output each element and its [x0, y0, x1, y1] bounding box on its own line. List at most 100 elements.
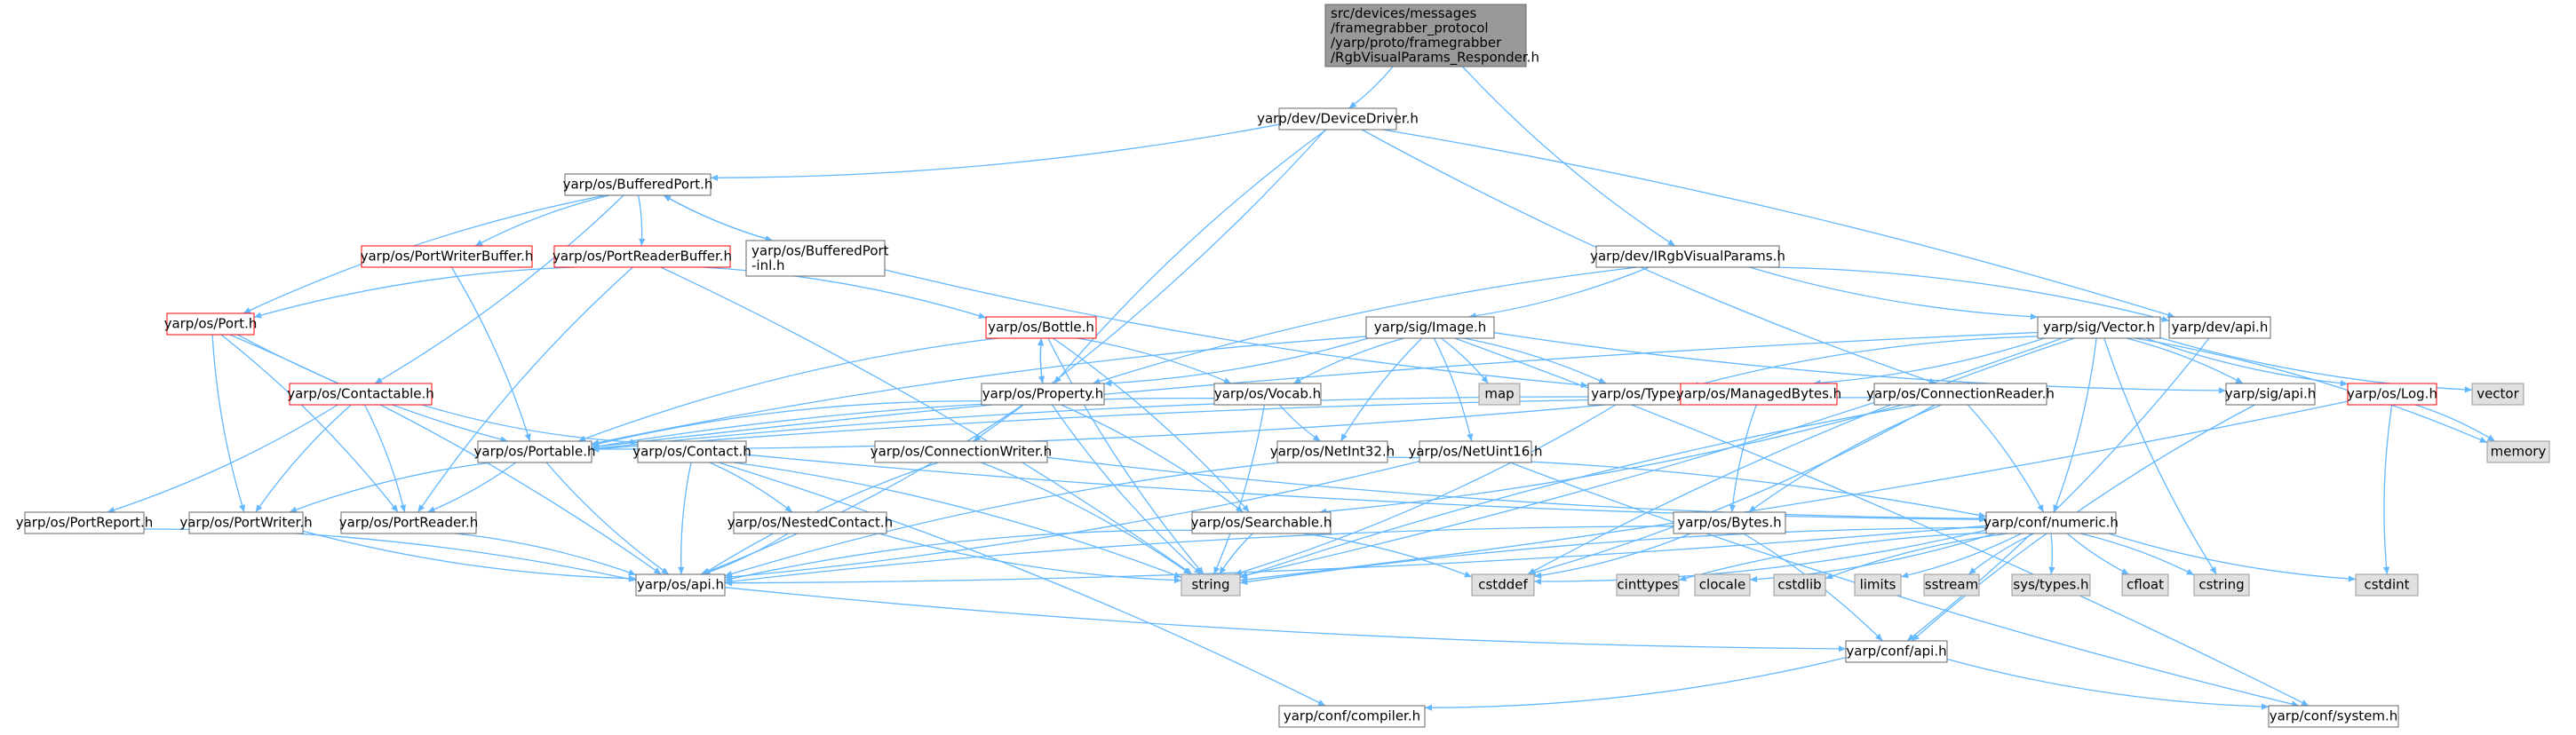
node-box-osbytes[interactable]	[1673, 511, 1786, 534]
node-devicedriver[interactable]: yarp/dev/DeviceDriver.h	[1257, 107, 1419, 130]
node-box-connectionreader[interactable]	[1873, 383, 2047, 406]
node-cstring[interactable]: cstring	[2193, 573, 2250, 597]
node-box-port[interactable]	[166, 312, 255, 336]
node-bufferedport_inl[interactable]: yarp/os/BufferedPort-inl.h	[745, 240, 889, 277]
node-box-devapi[interactable]	[2168, 316, 2271, 339]
node-bottle[interactable]: yarp/os/Bottle.h	[985, 316, 1097, 339]
node-box-confcompiler[interactable]	[1278, 705, 1426, 728]
node-box-bottle[interactable]	[985, 316, 1097, 339]
node-box-cstdlib[interactable]	[1773, 573, 1826, 597]
node-box-irgbvisualparams[interactable]	[1595, 245, 1780, 268]
node-box-portreport[interactable]	[24, 511, 145, 534]
node-box-vocab[interactable]	[1213, 383, 1322, 406]
node-box-cstring[interactable]	[2193, 573, 2250, 597]
node-cstddef[interactable]: cstddef	[1471, 573, 1535, 597]
node-confsystem[interactable]: yarp/conf/system.h	[2268, 705, 2399, 728]
node-contact[interactable]: yarp/os/Contact.h	[632, 440, 751, 463]
node-cinttypes[interactable]: cinttypes	[1616, 573, 1680, 597]
node-box-cfloat[interactable]	[2121, 573, 2169, 597]
node-connectionwriter[interactable]: yarp/os/ConnectionWriter.h	[871, 440, 1052, 463]
node-confcompiler[interactable]: yarp/conf/compiler.h	[1278, 705, 1426, 728]
node-port[interactable]: yarp/os/Port.h	[164, 312, 258, 336]
node-sigapi[interactable]: yarp/sig/api.h	[2225, 383, 2317, 406]
node-box-connectionwriter[interactable]	[874, 440, 1048, 463]
node-box-sigvector[interactable]	[2037, 316, 2161, 339]
node-root[interactable]: src/devices/messages/framegrabber_protoc…	[1324, 4, 1539, 67]
node-devapi[interactable]: yarp/dev/api.h	[2168, 316, 2271, 339]
node-vocab[interactable]: yarp/os/Vocab.h	[1213, 383, 1322, 406]
node-cstdint[interactable]: cstdint	[2355, 573, 2419, 597]
node-box-vector[interactable]	[2471, 383, 2524, 406]
node-box-confnumeric[interactable]	[1985, 511, 2117, 534]
node-box-confsystem[interactable]	[2268, 705, 2399, 728]
node-string[interactable]: string	[1181, 573, 1241, 597]
node-confnumeric[interactable]: yarp/conf/numeric.h	[1984, 511, 2119, 534]
node-osbytes[interactable]: yarp/os/Bytes.h	[1673, 511, 1786, 534]
node-portwriterbuffer[interactable]: yarp/os/PortWriterBuffer.h	[361, 245, 534, 268]
node-box-memory[interactable]	[2486, 440, 2550, 463]
node-oslog[interactable]: yarp/os/Log.h	[2347, 383, 2437, 406]
node-portreaderbuffer[interactable]: yarp/os/PortReaderBuffer.h	[553, 245, 732, 268]
node-box-devicedriver[interactable]	[1278, 107, 1397, 130]
node-box-contact[interactable]	[637, 440, 747, 463]
node-box-portreader[interactable]	[340, 511, 477, 534]
node-box-oslog[interactable]	[2347, 383, 2437, 406]
node-box-cstdint[interactable]	[2355, 573, 2419, 597]
node-box-cinttypes[interactable]	[1616, 573, 1680, 597]
node-portreader[interactable]: yarp/os/PortReader.h	[339, 511, 479, 534]
node-box-portable[interactable]	[477, 440, 592, 463]
node-sstream[interactable]: sstream	[1923, 573, 1980, 597]
node-vector[interactable]: vector	[2471, 383, 2524, 406]
node-map[interactable]: map	[1478, 383, 1521, 406]
node-box-netuint16[interactable]	[1419, 440, 1532, 463]
node-box-sigimage[interactable]	[1365, 316, 1495, 339]
node-sigimage[interactable]: yarp/sig/Image.h	[1365, 316, 1495, 339]
node-box-systypes[interactable]	[2011, 573, 2091, 597]
node-irgbvisualparams[interactable]: yarp/dev/IRgbVisualParams.h	[1590, 245, 1785, 268]
node-cstdlib[interactable]: cstdlib	[1773, 573, 1826, 597]
node-box-clocale[interactable]	[1694, 573, 1751, 597]
node-osapi[interactable]: yarp/os/api.h	[635, 573, 726, 597]
node-box-root[interactable]	[1324, 4, 1527, 67]
node-portreport[interactable]: yarp/os/PortReport.h	[16, 511, 154, 534]
node-nestedcontact[interactable]: yarp/os/NestedContact.h	[727, 511, 893, 534]
node-box-searchable[interactable]	[1191, 511, 1332, 534]
node-netuint16[interactable]: yarp/os/NetUint16.h	[1408, 440, 1543, 463]
node-box-property[interactable]	[981, 383, 1105, 406]
node-box-netint32[interactable]	[1276, 440, 1388, 463]
node-netint32[interactable]: yarp/os/NetInt32.h	[1270, 440, 1395, 463]
node-ostype[interactable]: yarp/os/Type.h	[1587, 383, 1692, 406]
node-box-confapi[interactable]	[1845, 640, 1948, 663]
node-box-limits[interactable]	[1854, 573, 1902, 597]
node-sigvector[interactable]: yarp/sig/Vector.h	[2037, 316, 2161, 339]
node-property[interactable]: yarp/os/Property.h	[981, 383, 1105, 406]
node-box-string[interactable]	[1181, 573, 1241, 597]
node-systypes[interactable]: sys/types.h	[2011, 573, 2091, 597]
node-searchable[interactable]: yarp/os/Searchable.h	[1191, 511, 1332, 534]
node-box-portreaderbuffer[interactable]	[553, 245, 731, 268]
node-box-portwriter[interactable]	[188, 511, 304, 534]
edge-sigvector-to-vector	[2159, 336, 2473, 393]
node-box-cstddef[interactable]	[1471, 573, 1535, 597]
node-managedbytes[interactable]: yarp/os/ManagedBytes.h	[1676, 383, 1841, 406]
node-bufferedport[interactable]: yarp/os/BufferedPort.h	[563, 173, 713, 196]
node-box-bufferedport[interactable]	[564, 173, 712, 196]
node-box-contactable[interactable]	[289, 383, 433, 406]
node-confapi[interactable]: yarp/conf/api.h	[1845, 640, 1948, 663]
node-memory[interactable]: memory	[2486, 440, 2550, 463]
node-box-sigapi[interactable]	[2225, 383, 2316, 406]
node-box-bufferedport_inl[interactable]	[745, 240, 886, 277]
node-connectionreader[interactable]: yarp/os/ConnectionReader.h	[1866, 383, 2055, 406]
node-box-sstream[interactable]	[1923, 573, 1980, 597]
node-box-map[interactable]	[1478, 383, 1521, 406]
node-clocale[interactable]: clocale	[1694, 573, 1751, 597]
node-box-nestedcontact[interactable]	[733, 511, 887, 534]
node-contactable[interactable]: yarp/os/Contactable.h	[287, 383, 434, 406]
node-limits[interactable]: limits	[1854, 573, 1902, 597]
node-portable[interactable]: yarp/os/Portable.h	[474, 440, 596, 463]
node-portwriter[interactable]: yarp/os/PortWriter.h	[179, 511, 313, 534]
node-box-portwriterbuffer[interactable]	[361, 245, 533, 268]
node-box-managedbytes[interactable]	[1680, 383, 1838, 406]
node-cfloat[interactable]: cfloat	[2121, 573, 2169, 597]
node-box-osapi[interactable]	[635, 573, 726, 597]
